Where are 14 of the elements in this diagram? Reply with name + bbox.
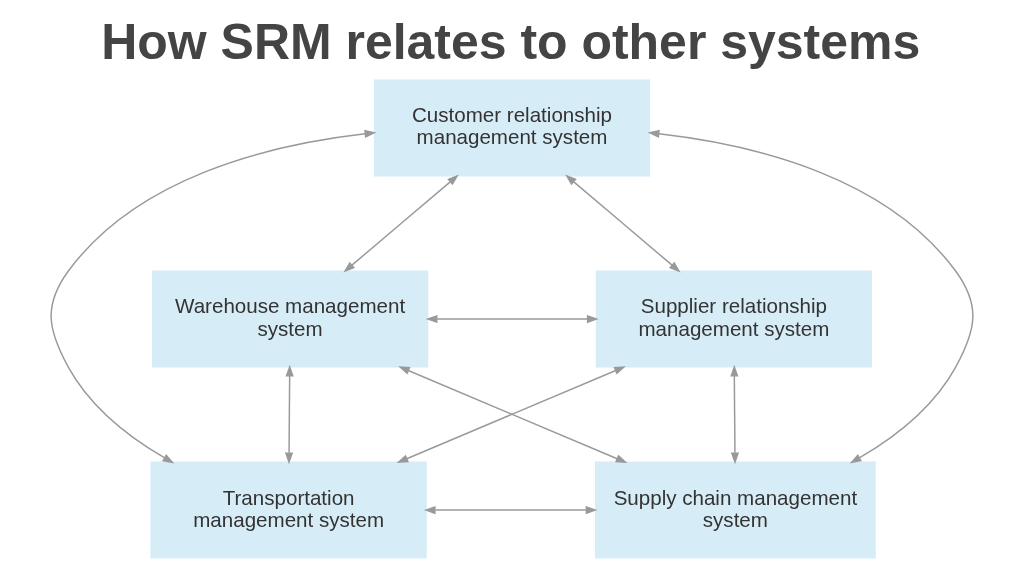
arrow <box>425 314 599 324</box>
node-box: Supplier relationship management system <box>595 270 873 368</box>
node-box: Customer relationship management system <box>373 79 651 177</box>
arrow <box>423 506 598 515</box>
node-box: Transportation management system <box>150 461 427 559</box>
diagram-title: How SRM relates to other systems <box>101 13 921 70</box>
arrow <box>647 129 974 464</box>
arrow <box>284 364 294 465</box>
node-box: Warehouse management system <box>151 270 429 368</box>
arrow <box>343 174 459 273</box>
arrow <box>730 364 740 465</box>
arrow <box>50 129 377 464</box>
node-box: Supply chain management system <box>595 461 876 559</box>
arrow <box>565 174 681 273</box>
